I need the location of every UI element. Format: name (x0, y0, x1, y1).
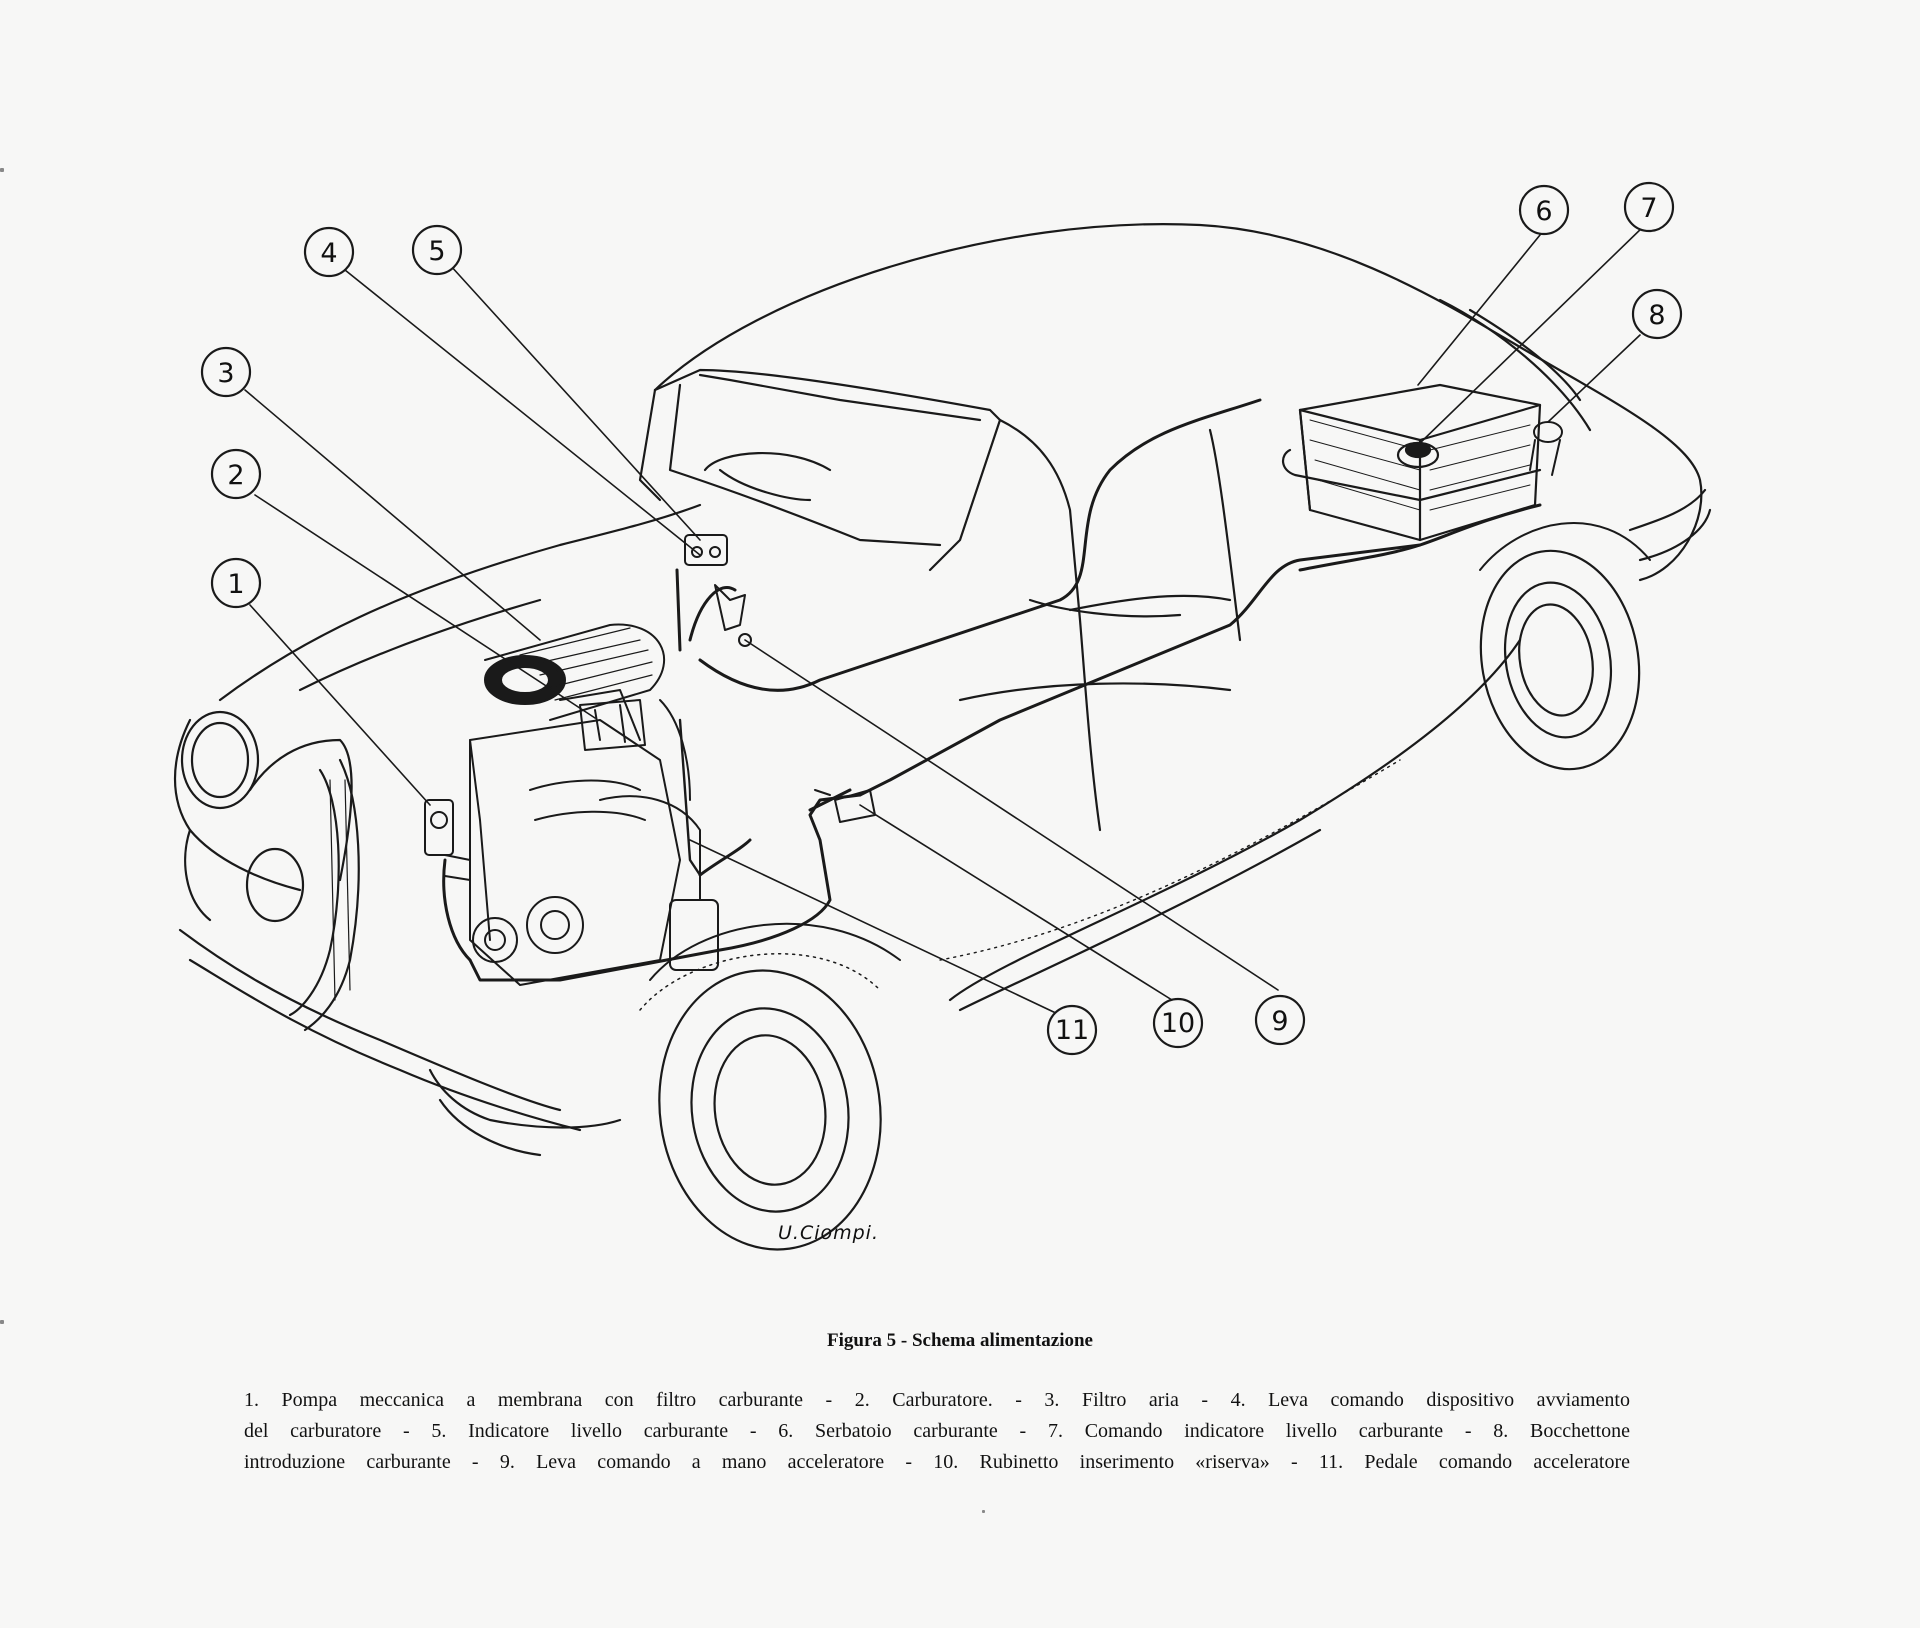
callout-markers: 1 2 3 4 5 6 7 8 (200, 181, 1683, 1056)
artist-signature: U.Ciompi. (778, 1222, 880, 1244)
callout-9: 9 (1254, 994, 1306, 1046)
air-filter (484, 623, 666, 721)
svg-text:7: 7 (1640, 193, 1657, 224)
svg-text:10: 10 (1161, 1008, 1195, 1039)
svg-text:4: 4 (320, 238, 337, 269)
callout-8: 8 (1631, 288, 1683, 340)
reserve-valve (814, 789, 876, 823)
svg-text:9: 9 (1271, 1006, 1288, 1037)
legend: 1. Pompa meccanica a membrana con filtro… (244, 1385, 1630, 1478)
scan-speck (982, 1510, 985, 1513)
fuel-lines (442, 398, 1542, 982)
callout-1: 1 (210, 557, 262, 609)
legend-line-1: 1. Pompa meccanica a membrana con filtro… (244, 1389, 1630, 1411)
callout-5: 5 (411, 224, 463, 276)
callout-2: 2 (210, 448, 262, 500)
fuel-pump (424, 799, 471, 881)
legend-line-3: introduzione carburante - 9. Leva comand… (244, 1451, 1630, 1473)
callout-7: 7 (1623, 181, 1675, 233)
leader-lines (244, 224, 1646, 1016)
svg-text:1: 1 (227, 569, 244, 600)
callout-6: 6 (1518, 184, 1570, 236)
scan-speck (0, 168, 4, 172)
car-body-outline (174, 223, 1712, 1251)
svg-text:6: 6 (1535, 196, 1552, 227)
svg-text:11: 11 (1055, 1015, 1089, 1046)
dash-controls (675, 534, 752, 652)
svg-text:5: 5 (428, 236, 445, 267)
figure-caption: Figura 5 - Schema alimentazione (827, 1330, 1093, 1351)
fuel-tank (1282, 383, 1542, 542)
carburetor (579, 699, 646, 751)
svg-text:8: 8 (1648, 300, 1665, 331)
engine-block (469, 689, 719, 986)
callout-3: 3 (200, 346, 252, 398)
callout-11: 11 (1046, 1004, 1098, 1056)
scan-speck (0, 1320, 4, 1324)
filler-neck (1529, 421, 1563, 476)
svg-text:3: 3 (217, 358, 234, 389)
svg-text:2: 2 (227, 460, 244, 491)
callout-4: 4 (303, 226, 355, 278)
legend-line-2: del carburatore - 5. Indicatore livello … (244, 1420, 1630, 1442)
callout-10: 10 (1152, 997, 1204, 1049)
